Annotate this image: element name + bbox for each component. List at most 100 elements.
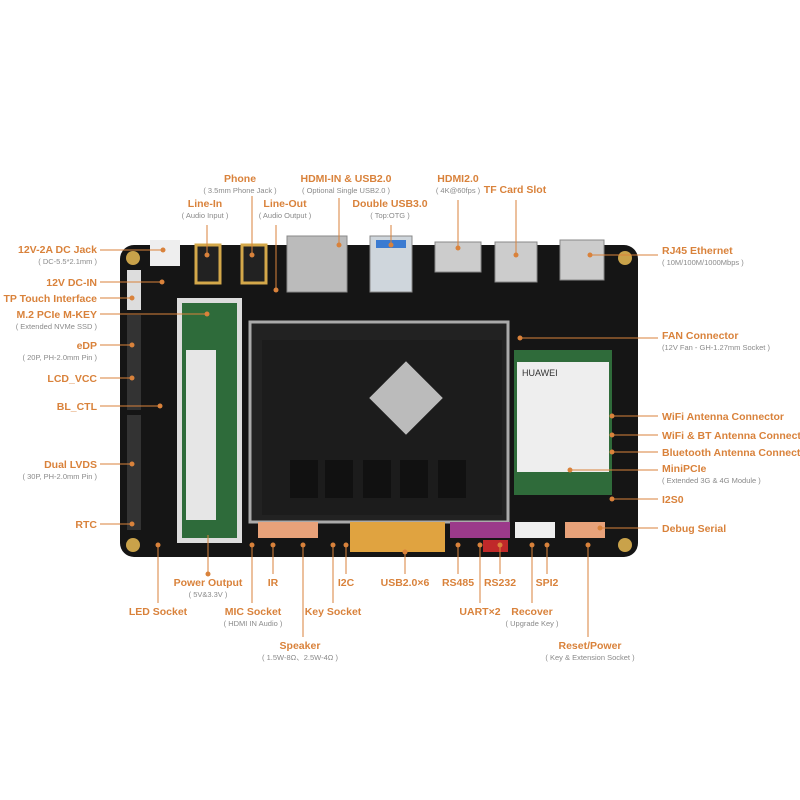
leader-dot-lcd-vcc — [129, 375, 135, 381]
leader-dot-line-out — [273, 287, 279, 293]
bottom-connectors — [258, 522, 605, 552]
label-title: Speaker — [279, 640, 321, 652]
label-title: RS232 — [483, 577, 517, 589]
label-rs232: RS232 — [484, 577, 516, 589]
label-rs485: RS485 — [442, 577, 474, 589]
label-phone: Phone( 3.5mm Phone Jack ) — [203, 173, 276, 196]
label-title: Double USB3.0 — [352, 198, 428, 210]
leader-dot-speaker — [300, 542, 306, 548]
leader-dot-m-2-pcie-m-key — [204, 311, 210, 317]
label-subtitle: (12V Fan - GH-1.27mm Socket ) — [662, 343, 770, 352]
label-recover: Recover( Upgrade Key ) — [506, 606, 559, 629]
label-subtitle: ( 4K@60fps ) — [435, 186, 481, 195]
label-speaker: Speaker( 1.5W-8Ω、2.5W-4Ω ) — [262, 640, 338, 663]
label-title: Power Output — [173, 577, 243, 589]
label-title: RS485 — [441, 577, 475, 589]
leader-dot-double-usb3-0 — [388, 242, 394, 248]
leader-dot-i2c — [343, 542, 349, 548]
label-title: I2S0 — [662, 494, 684, 506]
label-subtitle: ( Top:OTG ) — [370, 211, 410, 220]
leader-dot-reset-power — [585, 542, 591, 548]
label-title: Line-Out — [263, 198, 307, 210]
label-title: Reset/Power — [558, 640, 622, 652]
label-i2s0: I2S0 — [662, 494, 684, 506]
label-usb2-0-6: USB2.0×6 — [381, 577, 430, 589]
leader-dot-minipcie — [567, 467, 573, 473]
leader-dot-tf-card-slot — [513, 252, 519, 258]
label-subtitle: ( Extended NVMe SSD ) — [15, 322, 97, 331]
label-hdmi2-0: HDMI2.0( 4K@60fps ) — [436, 173, 480, 196]
label-12v-dc-in: 12V DC-IN — [46, 277, 97, 289]
leader-dot-rs232 — [497, 542, 503, 548]
leader-dot-wifi-bt-antenna-connector — [609, 432, 615, 438]
label-subtitle: ( Key & Extension Socket ) — [545, 653, 635, 662]
leader-dot-wifi-antenna-connector — [609, 413, 615, 419]
label-title: Line-In — [187, 198, 223, 210]
label-double-usb3-0: Double USB3.0( Top:OTG ) — [352, 198, 427, 221]
leader-dot-fan-connector — [517, 335, 523, 341]
leader-dot-power-output — [205, 571, 211, 577]
label-subtitle: ( Audio Output ) — [258, 211, 312, 220]
label-title: RTC — [75, 519, 97, 531]
label-m-2-pcie-m-key: M.2 PCIe M-KEY( Extended NVMe SSD ) — [16, 309, 97, 332]
leader-dot-hdmi2-0 — [455, 245, 461, 251]
leader-dot-12v-2a-dc-jack — [160, 247, 166, 253]
leader-dot-bluetooth-antenna-connector — [609, 449, 615, 455]
label-dual-lvds: Dual LVDS( 30P, PH-2.0mm Pin ) — [23, 459, 97, 482]
leader-dot-hdmi-in-usb2-0 — [336, 242, 342, 248]
label-rtc: RTC — [75, 519, 97, 531]
label-rj45-ethernet: RJ45 Ethernet( 10M/100M/1000Mbps ) — [662, 245, 744, 268]
label-minipcie: MiniPCIe( Extended 3G & 4G Module ) — [662, 463, 761, 486]
label-title: WiFi & BT Antenna Connector — [662, 430, 800, 442]
label-title: 12V DC-IN — [46, 277, 97, 289]
label-ir: IR — [268, 577, 279, 589]
leader-dot-ir — [270, 542, 276, 548]
label-line-out: Line-Out( Audio Output ) — [259, 198, 312, 221]
leader-dot-12v-dc-in — [159, 279, 165, 285]
label-title: eDP — [76, 340, 97, 352]
label-mic-socket: MIC Socket( HDMI IN Audio ) — [224, 606, 283, 629]
leader-dot-edp — [129, 342, 135, 348]
label-key-socket: Key Socket — [305, 606, 362, 618]
leader-dot-uart-2 — [477, 542, 483, 548]
core-module — [248, 320, 510, 524]
leader-dot-line-in — [204, 252, 210, 258]
leader-dot-led-socket — [155, 542, 161, 548]
label-title: UART×2 — [459, 606, 501, 618]
label-wifi-bt-antenna-connector: WiFi & BT Antenna Connector — [662, 430, 800, 442]
label-reset-power: Reset/Power( Key & Extension Socket ) — [545, 640, 634, 663]
label-subtitle: ( 1.5W-8Ω、2.5W-4Ω ) — [262, 653, 338, 662]
leader-dot-i2s0 — [609, 496, 615, 502]
label-title: Key Socket — [304, 606, 362, 618]
leader-dot-usb2-0-6 — [402, 549, 408, 555]
leader-dot-dual-lvds — [129, 461, 135, 467]
label-title: Bluetooth Antenna Connector — [662, 447, 800, 459]
label-subtitle: ( 5V&3.3V ) — [188, 590, 228, 599]
label-spi2: SPI2 — [536, 577, 559, 589]
leader-lines — [100, 196, 658, 637]
label-hdmi-in-usb2-0: HDMI-IN & USB2.0( Optional Single USB2.0… — [300, 173, 391, 196]
label-title: USB2.0×6 — [380, 577, 430, 589]
leader-dot-debug-serial — [597, 525, 603, 531]
label-title: I2C — [337, 577, 355, 589]
label-subtitle: ( 30P, PH-2.0mm Pin ) — [22, 472, 97, 481]
label-power-output: Power Output( 5V&3.3V ) — [174, 577, 243, 600]
label-title: Dual LVDS — [44, 459, 97, 471]
label-title: LED Socket — [128, 606, 188, 618]
label-subtitle: ( Extended 3G & 4G Module ) — [662, 476, 761, 485]
label-bl-ctl: BL_CTL — [57, 401, 97, 413]
label-title: MiniPCIe — [662, 463, 707, 475]
label-subtitle: ( Upgrade Key ) — [505, 619, 559, 628]
label-lcd-vcc: LCD_VCC — [47, 373, 97, 385]
leader-dot-key-socket — [330, 542, 336, 548]
label-title: TF Card Slot — [483, 184, 547, 196]
label-subtitle: ( 20P, PH-2.0mm Pin ) — [22, 353, 97, 362]
label-subtitle: ( HDMI IN Audio ) — [223, 619, 283, 628]
label-title: HDMI-IN & USB2.0 — [300, 173, 392, 185]
label-fan-connector: FAN Connector(12V Fan - GH-1.27mm Socket… — [662, 330, 770, 353]
label-subtitle: ( 3.5mm Phone Jack ) — [203, 186, 277, 195]
label-uart-2: UART×2 — [459, 606, 500, 618]
leader-dot-recover — [529, 542, 535, 548]
leader-dot-rs485 — [455, 542, 461, 548]
